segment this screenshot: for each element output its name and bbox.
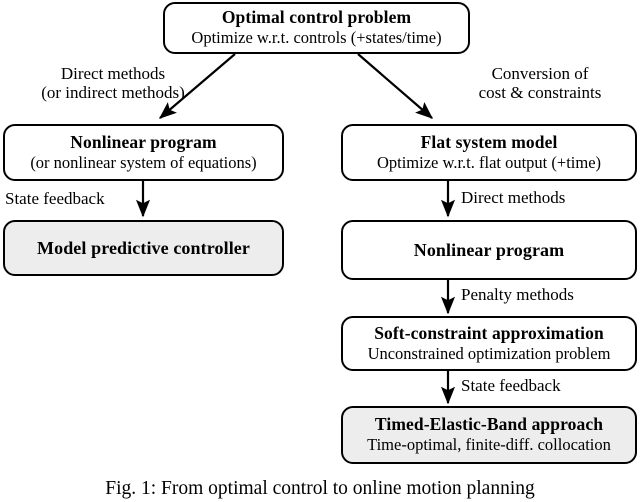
- node-subtitle: Unconstrained optimization problem: [367, 343, 611, 363]
- node-title: Flat system model: [420, 131, 558, 152]
- edge-optimal-to-flat-system: [357, 53, 433, 119]
- edge-label-line: Conversion of: [491, 64, 589, 83]
- edge-label-penalty-methods: Penalty methods: [461, 285, 574, 304]
- edge-label-line: cost & constraints: [478, 83, 602, 103]
- node-nonlinear-program-left[interactable]: Nonlinear program (or nonlinear system o…: [3, 124, 284, 181]
- edge-label-state-feedback-left: State feedback: [5, 189, 105, 208]
- node-title: Optimal control problem: [221, 7, 412, 28]
- edge-label-state-feedback-right: State feedback: [461, 376, 561, 395]
- node-model-predictive-controller[interactable]: Model predictive controller: [3, 220, 284, 276]
- edge-label-line: Penalty methods: [461, 285, 574, 304]
- node-title: Timed-Elastic-Band approach: [374, 414, 604, 435]
- edge-label-line: State feedback: [461, 376, 561, 395]
- edge-label-line: State feedback: [5, 189, 105, 208]
- node-subtitle: (or nonlinear system of equations): [30, 152, 257, 172]
- node-timed-elastic-band-approach[interactable]: Timed-Elastic-Band approach Time-optimal…: [341, 406, 637, 464]
- node-subtitle: Time-optimal, finite-diff. collocation: [367, 435, 611, 455]
- node-title: Nonlinear program: [413, 239, 565, 260]
- edge-label-line: (or indirect methods): [41, 83, 185, 103]
- figure-caption: Fig. 1: From optimal control to online m…: [105, 478, 535, 499]
- edge-label-line: Direct methods: [461, 188, 566, 207]
- node-subtitle: Optimize w.r.t. flat output (+time): [376, 152, 602, 172]
- edge-label-direct-methods-left: Direct methods (or indirect methods): [6, 64, 220, 103]
- node-subtitle: Optimize w.r.t. controls (+states/time): [191, 28, 442, 48]
- edge-label-direct-methods-right: Direct methods: [461, 188, 565, 207]
- node-optimal-control-problem[interactable]: Optimal control problem Optimize w.r.t. …: [163, 2, 470, 54]
- node-title: Nonlinear program: [70, 131, 217, 152]
- node-soft-constraint-approximation[interactable]: Soft-constraint approximation Unconstrai…: [341, 316, 637, 371]
- node-flat-system-model[interactable]: Flat system model Optimize w.r.t. flat o…: [341, 124, 637, 181]
- node-title: Model predictive controller: [37, 237, 250, 258]
- node-title: Soft-constraint approximation: [374, 322, 604, 343]
- node-nonlinear-program-right[interactable]: Nonlinear program: [341, 220, 637, 280]
- edge-label-line: Direct methods: [60, 64, 166, 83]
- edge-label-conversion-of-cost-constraints: Conversion of cost & constraints: [442, 64, 638, 103]
